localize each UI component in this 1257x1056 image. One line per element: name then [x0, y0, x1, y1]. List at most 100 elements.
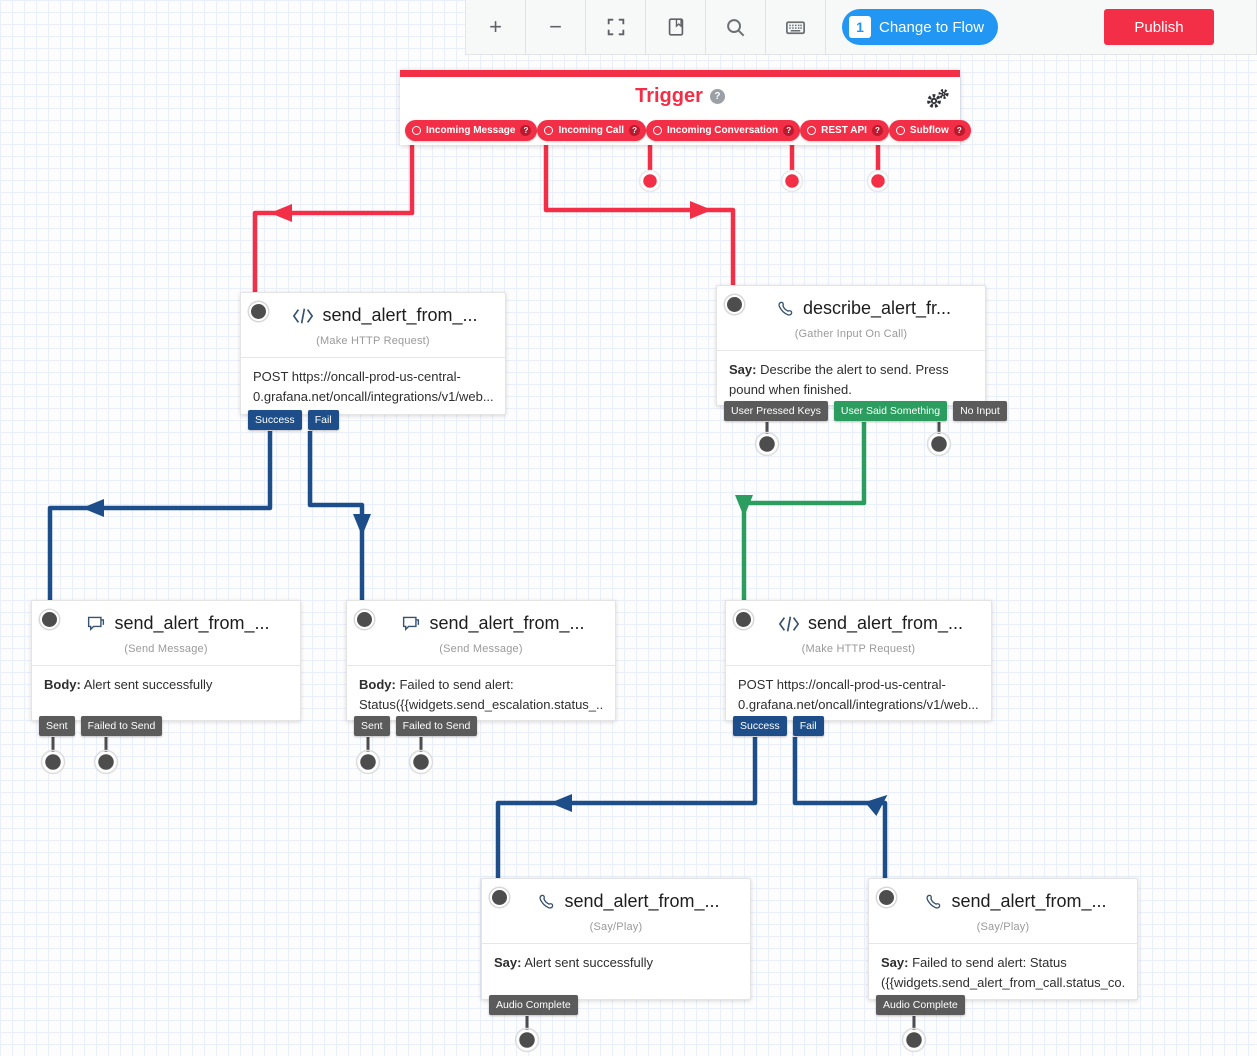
tag-no-input[interactable]: No Input	[953, 401, 1007, 421]
tag-fail[interactable]: Fail	[307, 410, 339, 430]
input-dot[interactable]	[734, 610, 753, 629]
help-icon: ?	[629, 125, 641, 136]
output-dot-user-pressed-keys[interactable]	[756, 433, 778, 455]
input-dot[interactable]	[355, 610, 374, 629]
settings-gears-icon[interactable]	[924, 87, 950, 116]
body-label: Say:	[881, 955, 909, 970]
widget-send-alert-message-2[interactable]: send_alert_from_... (Send Message) Body:…	[346, 600, 616, 736]
widget-body-line: Alert sent successfully	[83, 677, 213, 692]
input-dot[interactable]	[40, 610, 59, 629]
change-to-flow-button[interactable]: 1 Change to Flow	[842, 9, 999, 45]
widget-body-line: 0.grafana.net/oncall/integrations/v1/web…	[253, 388, 493, 404]
chat-icon	[403, 616, 420, 631]
output-ring-icon	[807, 126, 817, 135]
widget-send-alert-message-1[interactable]: send_alert_from_... (Send Message) Body:…	[31, 600, 301, 736]
library-button[interactable]	[646, 0, 706, 54]
publish-button[interactable]: Publish	[1104, 9, 1214, 45]
input-dot[interactable]	[249, 302, 268, 321]
widget-type: (Say/Play)	[869, 914, 1137, 944]
tag-user-pressed-keys[interactable]: User Pressed Keys	[724, 401, 828, 421]
input-dot[interactable]	[725, 295, 744, 314]
widget-send-alert-http-1[interactable]: send_alert_from_... (Make HTTP Request) …	[240, 292, 506, 430]
widget-title: send_alert_from_...	[807, 613, 964, 633]
output-dot-audio-complete-2[interactable]	[903, 1029, 925, 1051]
trigger-title: Trigger	[635, 85, 703, 107]
widget-body-line: ({{widgets.send_alert_from_call.status_c…	[881, 974, 1125, 990]
widget-body-line: Failed to send alert: Status	[912, 955, 1067, 970]
arrow-down-icon	[735, 495, 753, 517]
fit-view-button[interactable]	[586, 0, 646, 54]
tag-success[interactable]: Success	[248, 410, 302, 430]
output-dot-audio-complete-1[interactable]	[516, 1029, 538, 1051]
zoom-out-button[interactable]: −	[526, 0, 586, 54]
widget-title: send_alert_from_...	[429, 613, 585, 633]
output-dot-failed-to-send-1[interactable]	[95, 751, 117, 773]
output-ring-icon	[895, 126, 905, 135]
output-ring-icon	[412, 126, 421, 135]
output-dot-sent-1[interactable]	[42, 751, 64, 773]
trigger-pill-incoming-conversation[interactable]: Incoming Conversation?	[646, 120, 801, 141]
zoom-in-button[interactable]: +	[466, 0, 526, 54]
help-icon: ?	[783, 125, 795, 136]
connector-incoming-call	[543, 138, 736, 300]
trigger-pill-incoming-call[interactable]: Incoming Call?	[537, 120, 647, 141]
tag-audio-complete[interactable]: Audio Complete	[489, 995, 578, 1015]
body-label: Say:	[729, 362, 757, 377]
code-icon	[293, 308, 314, 323]
output-dot-failed-to-send-2[interactable]	[410, 751, 432, 773]
output-ring-icon	[653, 126, 663, 135]
output-dot-subflow[interactable]	[868, 171, 888, 191]
tag-sent[interactable]: Sent	[39, 716, 75, 736]
widget-describe-alert[interactable]: describe_alert_fr... (Gather Input On Ca…	[716, 285, 1007, 421]
widget-type: (Make HTTP Request)	[726, 636, 991, 666]
input-dot[interactable]	[877, 888, 896, 907]
shortcuts-button[interactable]	[766, 0, 826, 54]
help-icon[interactable]: ?	[709, 89, 725, 104]
minus-icon: −	[549, 14, 562, 39]
trigger-pill-incoming-message[interactable]: Incoming Message?	[405, 120, 538, 141]
widget-body-line: POST https://oncall-prod-us-central-	[738, 677, 946, 692]
trigger-pill-subflow[interactable]: Subflow?	[888, 120, 971, 141]
search-icon	[727, 18, 745, 36]
book-icon	[668, 18, 683, 36]
tag-audio-complete[interactable]: Audio Complete	[876, 995, 965, 1015]
phone-icon	[926, 894, 941, 909]
output-dot-no-input[interactable]	[928, 433, 950, 455]
widget-body-line: Alert sent successfully	[524, 955, 653, 970]
canvas-toolbar: + − 1 Change to Flow Publish	[465, 0, 1257, 55]
body-label: Body:	[44, 677, 81, 692]
widget-send-alert-http-2[interactable]: send_alert_from_... (Make HTTP Request) …	[725, 600, 992, 736]
connector-user-said-something	[741, 422, 867, 602]
tag-failed-to-send[interactable]: Failed to Send	[80, 716, 163, 736]
phone-icon	[539, 894, 554, 909]
arrow-up-right-icon	[864, 794, 888, 816]
keyboard-icon	[786, 20, 805, 34]
widget-body-line: POST https://oncall-prod-us-central-	[253, 369, 461, 384]
widget-body-line: Failed to send alert:	[399, 677, 514, 692]
input-dot[interactable]	[490, 888, 509, 907]
trigger-widget[interactable]: Trigger ? Incoming Message? Incoming Cal…	[400, 70, 971, 145]
widget-type: (Send Message)	[347, 636, 615, 666]
tag-user-said-something[interactable]: User Said Something	[833, 401, 948, 421]
output-dot-rest-api[interactable]	[782, 171, 802, 191]
tag-failed-to-send[interactable]: Failed to Send	[395, 716, 478, 736]
tag-success[interactable]: Success	[733, 716, 787, 736]
trigger-pill-rest-api[interactable]: REST API?	[800, 120, 889, 141]
widget-type: (Gather Input On Call)	[717, 321, 985, 351]
code-icon	[778, 616, 800, 631]
connector-success-2	[495, 737, 758, 880]
tag-sent[interactable]: Sent	[354, 716, 390, 736]
tag-fail[interactable]: Fail	[792, 716, 824, 736]
connector-success-1	[47, 431, 273, 607]
help-icon: ?	[520, 125, 532, 136]
search-button[interactable]	[706, 0, 766, 54]
widget-body-line: Status({{widgets.send_escalation.status_…	[359, 696, 603, 712]
output-ring-icon	[544, 126, 554, 135]
output-dot-sent-2[interactable]	[357, 751, 379, 773]
arrow-left-icon	[82, 499, 104, 517]
widget-say-alert-failed[interactable]: send_alert_from_... (Say/Play) Say: Fail…	[868, 878, 1138, 1015]
widget-say-alert-sent[interactable]: send_alert_from_... (Say/Play) Say: Aler…	[481, 878, 751, 1015]
help-icon: ?	[871, 125, 883, 136]
output-dot-incoming-conversation[interactable]	[640, 171, 660, 191]
